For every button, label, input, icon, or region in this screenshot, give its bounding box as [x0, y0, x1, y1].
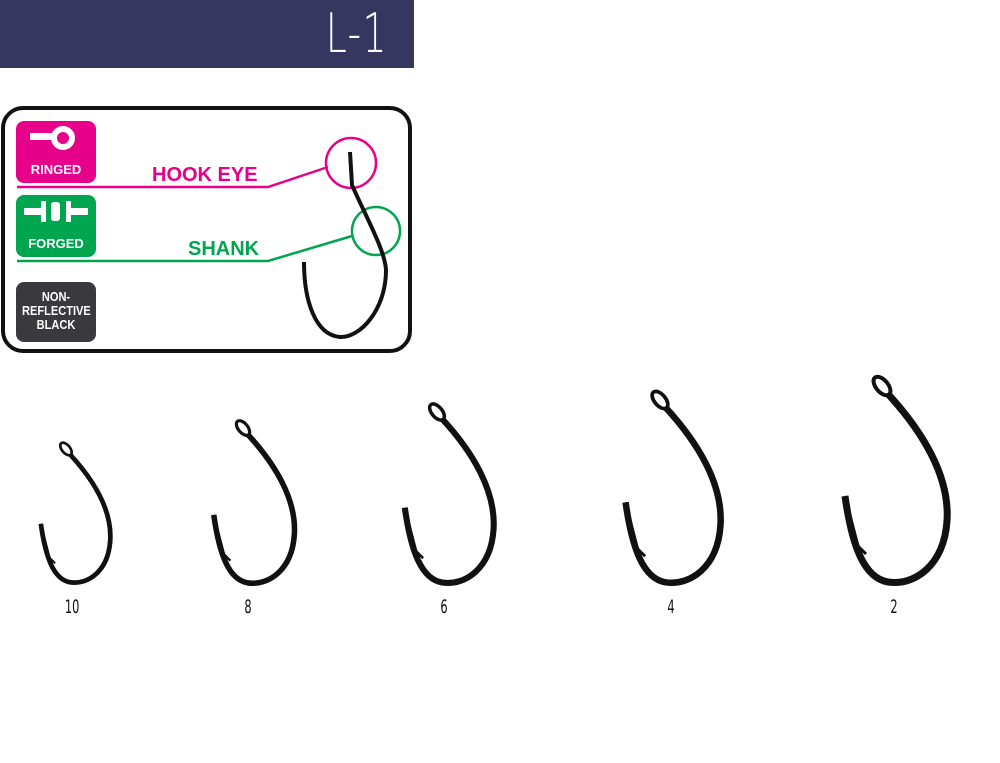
size-label: 6: [440, 596, 448, 618]
callout-lines: [17, 136, 402, 263]
hook-size-10: [41, 441, 111, 583]
forged-label: FORGED: [28, 236, 84, 251]
hook-size-8: [214, 418, 295, 583]
size-label: 4: [667, 596, 675, 618]
hook-size-4: [626, 389, 721, 583]
hook-size-2: [845, 374, 947, 583]
hook-eye-label: HOOK EYE: [152, 164, 258, 186]
size-label: 2: [890, 596, 898, 618]
size-label: 8: [244, 596, 252, 618]
non-reflective-black-badge: NON- REFLECTIVE BLACK: [16, 282, 96, 342]
non-reflective-black-label: NON- REFLECTIVE BLACK: [22, 289, 91, 332]
ring-eye-icon: [30, 126, 75, 150]
ringed-label: RINGED: [30, 162, 82, 177]
product-title: L-1: [325, 2, 388, 65]
title-banner: L-1: [0, 0, 414, 68]
legend-hook-icon: [302, 151, 389, 340]
size-label: 10: [64, 596, 80, 618]
ringed-badge: RINGED: [16, 121, 96, 183]
forged-icon: [24, 201, 88, 222]
forged-badge: FORGED: [16, 195, 96, 257]
hook-size-6: [405, 401, 494, 583]
shank-label: SHANK: [188, 238, 260, 260]
legend-panel: [1, 106, 412, 353]
